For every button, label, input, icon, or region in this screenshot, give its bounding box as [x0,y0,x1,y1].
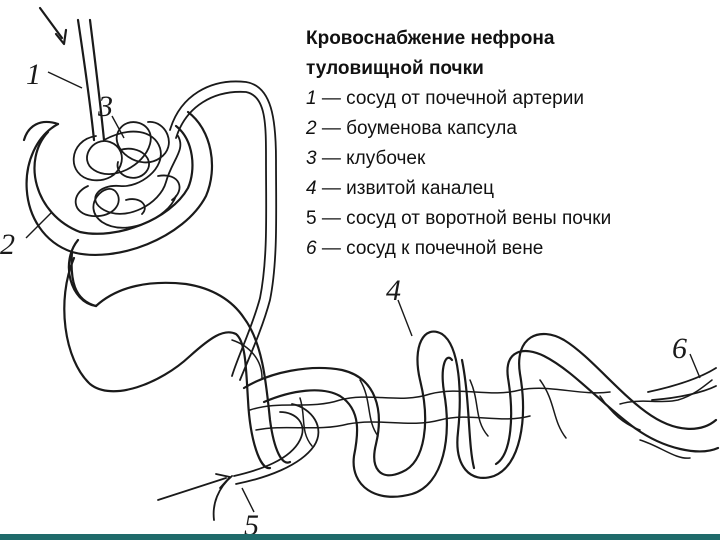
legend-item-5: 5 — сосуд от воротной вены почки [306,204,711,234]
label-2: 2 [0,228,15,261]
legend-text-1: — сосуд от почечной артерии [317,88,584,109]
legend-num-4: 4 [306,178,317,199]
legend-num-6: 6 [306,238,317,259]
label-6: 6 [672,332,687,365]
label-4: 4 [386,274,401,307]
legend-text-5: — сосуд от воротной вены почки [317,208,612,229]
legend-num-1: 1 [306,88,317,109]
capillary-network [232,340,712,458]
legend-text-6: — сосуд к почечной вене [317,238,544,259]
glomerulus [74,122,181,228]
bowman-capsule [24,112,212,306]
legend-item-1: 1 — сосуд от почечной артерии [306,84,711,114]
leader-line-2 [26,212,52,238]
legend-num-5: 5 [306,208,317,229]
legend-item-3: 3 — клубочек [306,144,711,174]
legend-num-2: 2 [306,118,317,139]
caption-title-line-2: туловищной почки [306,54,711,84]
bottom-accent-bar [0,534,720,540]
afferent-vessel [40,8,104,140]
label-3: 3 [97,90,113,123]
legend-item-2: 2 — боуменова капсула [306,114,711,144]
legend-num-3: 3 [306,148,317,169]
efferent-vessel [170,81,276,380]
legend-text-4: — извитой каналец [317,178,494,199]
legend-item-6: 6 — сосуд к почечной вене [306,234,711,264]
legend-item-4: 4 — извитой каналец [306,174,711,204]
caption-title-line-1: Кровоснабжение нефрона [306,24,711,54]
portal-vessel [158,404,318,520]
legend-text-3: — клубочек [317,148,426,169]
leader-line-1 [48,72,82,88]
label-1: 1 [26,58,41,91]
leader-line-6 [690,354,700,378]
diagram-caption: Кровоснабжение нефрона туловищной почки … [306,24,711,264]
legend-text-2: — боуменова капсула [317,118,517,139]
